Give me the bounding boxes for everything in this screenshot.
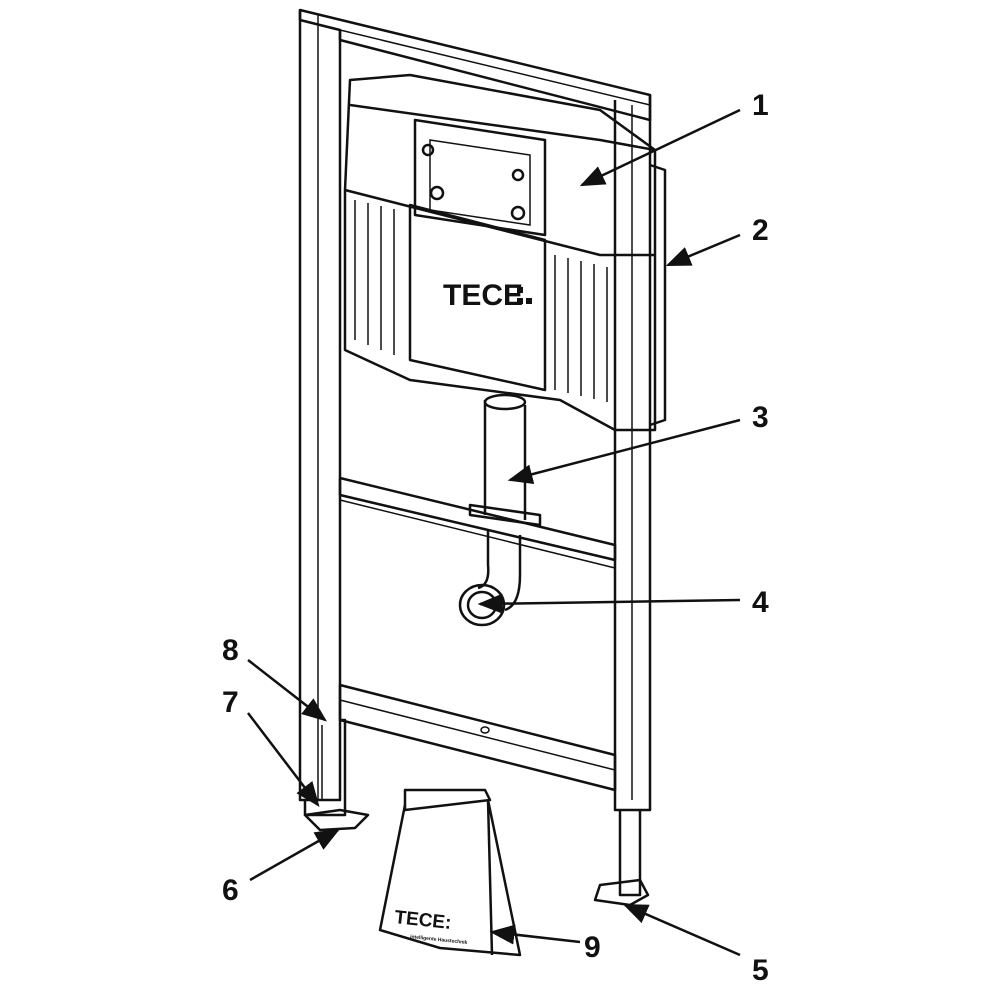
- callout-6: 6: [222, 874, 239, 907]
- callout-1: 1: [752, 89, 769, 122]
- left-foot: [303, 808, 370, 832]
- cistern-ribs-left: [354, 200, 395, 355]
- right-foot: [593, 878, 650, 907]
- cistern-ribs-right: [554, 255, 608, 402]
- waste-bend: [458, 530, 522, 627]
- callout-2: 2: [752, 214, 769, 247]
- accessory-bag: TECE: intelligente Haustechnik: [378, 788, 522, 957]
- callout-5: 5: [752, 954, 769, 987]
- callout-4: 4: [752, 586, 769, 619]
- callout-7: 7: [222, 686, 239, 719]
- bag-tagline: intelligente Haustechnik: [410, 934, 468, 946]
- callout-8: 8: [222, 634, 239, 667]
- callout-3: 3: [752, 401, 769, 434]
- cistern: TECE: [343, 73, 667, 432]
- cistern-brand-logo: TECE: [443, 279, 523, 312]
- callout-9: 9: [584, 931, 601, 964]
- top-beam: [298, 8, 652, 122]
- callout-arrows: [247, 108, 741, 957]
- flush-pipe: [468, 393, 542, 527]
- lower-crossbar: [338, 683, 617, 792]
- bag-brand-logo: TECE:: [393, 907, 452, 934]
- right-upright: [613, 95, 652, 897]
- left-upright: [298, 10, 347, 817]
- middle-crossbar: [338, 476, 617, 569]
